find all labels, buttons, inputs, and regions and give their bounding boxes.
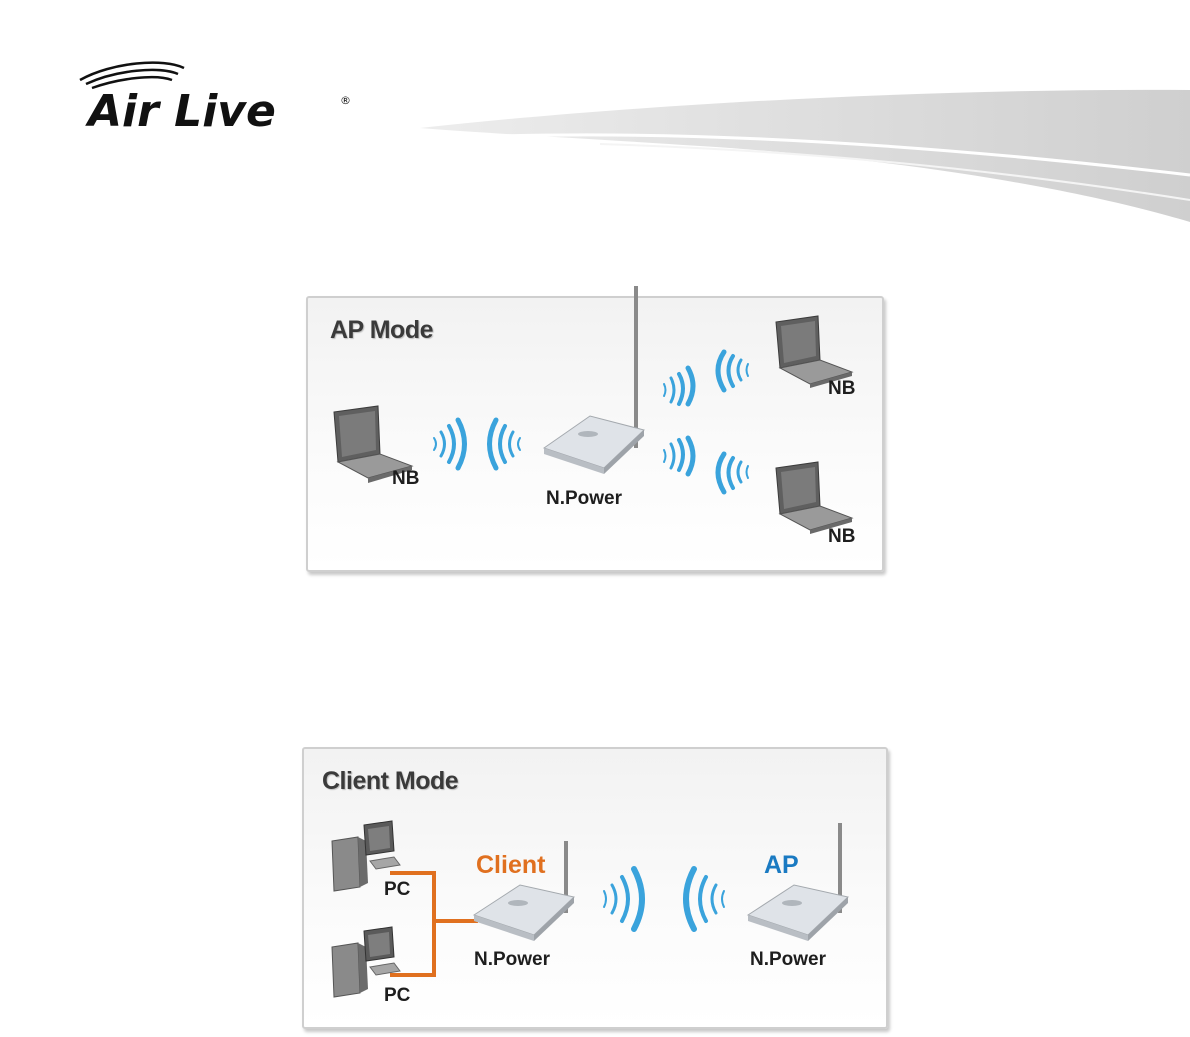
wireless-waves-icon	[658, 346, 763, 406]
wireless-waves-icon	[658, 436, 763, 496]
bottom-right-nb-label: NB	[828, 526, 855, 548]
ap-mode-panel: AP Mode NB N.Power	[306, 296, 884, 572]
client-device-label: N.Power	[474, 949, 550, 971]
ap-device-label: N.Power	[750, 949, 826, 971]
client-mode-panel: Client Mode PC PC Client N.Power	[302, 747, 888, 1029]
ap-mode-title: AP Mode	[330, 316, 433, 345]
pc-top-label: PC	[384, 879, 410, 901]
wireless-waves-icon	[598, 867, 738, 931]
laptop-icon	[774, 462, 854, 534]
airlive-logo: Air Live ®	[72, 58, 362, 138]
wireless-waves-icon	[428, 418, 538, 470]
router-icon	[470, 841, 576, 941]
logo-arcs-icon: Air Live ®	[72, 58, 362, 138]
client-mode-title: Client Mode	[322, 767, 458, 796]
pc-bottom-label: PC	[384, 985, 410, 1007]
trademark-symbol: ®	[340, 94, 351, 107]
logo-text: Air Live	[85, 86, 276, 137]
router-icon	[744, 823, 850, 941]
router-label: N.Power	[546, 488, 622, 510]
router-icon	[540, 284, 646, 474]
left-nb-label: NB	[392, 468, 419, 490]
top-right-nb-label: NB	[828, 378, 855, 400]
